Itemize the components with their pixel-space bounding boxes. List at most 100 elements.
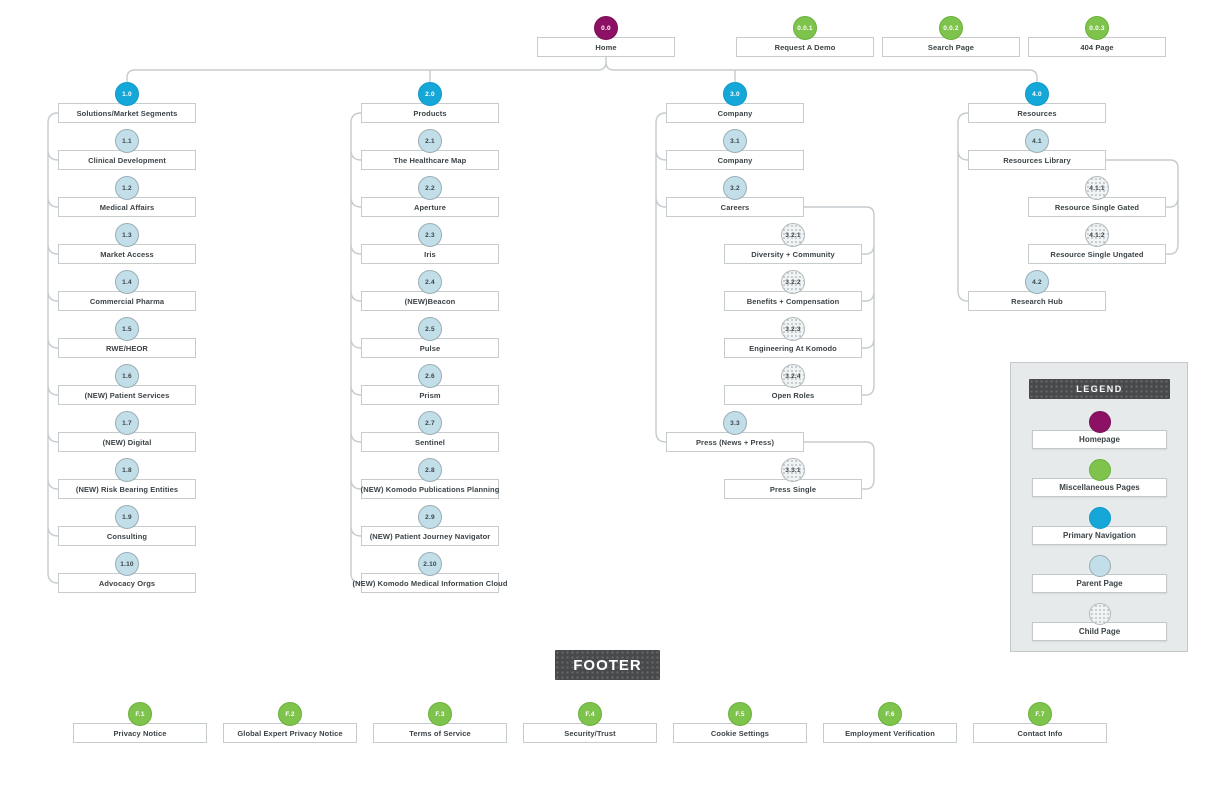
node-label-box[interactable]: Consulting — [58, 526, 196, 546]
node-label-box[interactable]: The Healthcare Map — [361, 150, 499, 170]
node-request-a-demo[interactable]: 0.0.1 Request A Demo — [736, 16, 874, 57]
node-4-1[interactable]: 4.1 Resources Library — [968, 129, 1106, 170]
node-2-8[interactable]: 2.8 (NEW) Komodo Publications Planning — [361, 458, 499, 499]
node-label-box[interactable]: Press Single — [724, 479, 862, 499]
node-label-box[interactable]: Prism — [361, 385, 499, 405]
node-label-box[interactable]: RWE/HEOR — [58, 338, 196, 358]
node-f-4[interactable]: F.4 Security/Trust — [523, 702, 657, 743]
node-f-2[interactable]: F.2 Global Expert Privacy Notice — [223, 702, 357, 743]
node-1-8[interactable]: 1.8 (NEW) Risk Bearing Entities — [58, 458, 196, 499]
node-2-4[interactable]: 2.4 (NEW)Beacon — [361, 270, 499, 311]
node-label-box[interactable]: (NEW) Patient Journey Navigator — [361, 526, 499, 546]
node-label-box[interactable]: Aperture — [361, 197, 499, 217]
node-2-3[interactable]: 2.3 Iris — [361, 223, 499, 264]
node-label-box[interactable]: Sentinel — [361, 432, 499, 452]
node-4-2[interactable]: 4.2 Research Hub — [968, 270, 1106, 311]
node-f-3[interactable]: F.3 Terms of Service — [373, 702, 507, 743]
node-label-box[interactable]: Solutions/Market Segments — [58, 103, 196, 123]
node-3-2-4[interactable]: 3.2.4 Open Roles — [724, 364, 862, 405]
node-3-1[interactable]: 3.1 Company — [666, 129, 804, 170]
node-4-1-2[interactable]: 4.1.2 Resource Single Ungated — [1028, 223, 1166, 264]
node-1-1[interactable]: 1.1 Clinical Development — [58, 129, 196, 170]
node-label-box[interactable]: Diversity + Community — [724, 244, 862, 264]
node-3-2-3[interactable]: 3.2.3 Engineering At Komodo — [724, 317, 862, 358]
node-label-box[interactable]: Market Access — [58, 244, 196, 264]
node-label-box[interactable]: Advocacy Orgs — [58, 573, 196, 593]
node-label-box[interactable]: Security/Trust — [523, 723, 657, 743]
node-label-box[interactable]: Products — [361, 103, 499, 123]
node-label-box[interactable]: Medical Affairs — [58, 197, 196, 217]
node-3-2-2[interactable]: 3.2.2 Benefits + Compensation — [724, 270, 862, 311]
legend-item-primary-navigation: Primary Navigation — [1032, 507, 1167, 545]
node-badge: 2.3 — [418, 223, 442, 247]
node-label-box[interactable]: Press (News + Press) — [666, 432, 804, 452]
node-1-10[interactable]: 1.10 Advocacy Orgs — [58, 552, 196, 593]
node-3-0[interactable]: 3.0 Company — [666, 82, 804, 123]
node-1-2[interactable]: 1.2 Medical Affairs — [58, 176, 196, 217]
node-3-3-1[interactable]: 3.3.1 Press Single — [724, 458, 862, 499]
node-label-box[interactable]: Company — [666, 150, 804, 170]
node-label-box[interactable]: (NEW)Beacon — [361, 291, 499, 311]
node-label-box[interactable]: Terms of Service — [373, 723, 507, 743]
legend-item-parent-page: Parent Page — [1032, 555, 1167, 593]
node-label-box[interactable]: Employment Verification — [823, 723, 957, 743]
node-label-box[interactable]: Search Page — [882, 37, 1020, 57]
node-label-box[interactable]: Open Roles — [724, 385, 862, 405]
node-label-box[interactable]: Benefits + Compensation — [724, 291, 862, 311]
node-label-box[interactable]: Commercial Pharma — [58, 291, 196, 311]
node-label-box[interactable]: Contact Info — [973, 723, 1107, 743]
node-f-5[interactable]: F.5 Cookie Settings — [673, 702, 807, 743]
node-1-0[interactable]: 1.0 Solutions/Market Segments — [58, 82, 196, 123]
node-1-5[interactable]: 1.5 RWE/HEOR — [58, 317, 196, 358]
node-label-box[interactable]: Engineering At Komodo — [724, 338, 862, 358]
node-label-box[interactable]: Resources — [968, 103, 1106, 123]
node-label-box[interactable]: Resources Library — [968, 150, 1106, 170]
node-1-4[interactable]: 1.4 Commercial Pharma — [58, 270, 196, 311]
node-3-2[interactable]: 3.2 Careers — [666, 176, 804, 217]
node-label-box[interactable]: Research Hub — [968, 291, 1106, 311]
node-label-box[interactable]: Iris — [361, 244, 499, 264]
node-label-box[interactable]: Resource Single Ungated — [1028, 244, 1166, 264]
node-3-2-1[interactable]: 3.2.1 Diversity + Community — [724, 223, 862, 264]
node-2-6[interactable]: 2.6 Prism — [361, 364, 499, 405]
node-404-page[interactable]: 0.0.3 404 Page — [1028, 16, 1166, 57]
node-f-6[interactable]: F.6 Employment Verification — [823, 702, 957, 743]
node-label-box[interactable]: Global Expert Privacy Notice — [223, 723, 357, 743]
node-2-2[interactable]: 2.2 Aperture — [361, 176, 499, 217]
node-2-9[interactable]: 2.9 (NEW) Patient Journey Navigator — [361, 505, 499, 546]
node-badge: 4.1.2 — [1085, 223, 1109, 247]
node-2-10[interactable]: 2.10 (NEW) Komodo Medical Information Cl… — [352, 552, 507, 593]
node-label-box[interactable]: Pulse — [361, 338, 499, 358]
node-label-box[interactable]: Privacy Notice — [73, 723, 207, 743]
node-label-box[interactable]: Resource Single Gated — [1028, 197, 1166, 217]
node-1-3[interactable]: 1.3 Market Access — [58, 223, 196, 264]
node-1-9[interactable]: 1.9 Consulting — [58, 505, 196, 546]
node-3-3[interactable]: 3.3 Press (News + Press) — [666, 411, 804, 452]
footer-section-title: FOOTER — [555, 650, 660, 680]
node-f-1[interactable]: F.1 Privacy Notice — [73, 702, 207, 743]
node-badge: F.2 — [278, 702, 302, 726]
node-2-7[interactable]: 2.7 Sentinel — [361, 411, 499, 452]
node-label-box[interactable]: Home — [537, 37, 675, 57]
node-label-box[interactable]: Company — [666, 103, 804, 123]
node-4-0[interactable]: 4.0 Resources — [968, 82, 1106, 123]
node-1-7[interactable]: 1.7 (NEW) Digital — [58, 411, 196, 452]
node-label-box[interactable]: Careers — [666, 197, 804, 217]
node-label-box[interactable]: (NEW) Risk Bearing Entities — [58, 479, 196, 499]
node-label-box[interactable]: Cookie Settings — [673, 723, 807, 743]
node-label-box[interactable]: 404 Page — [1028, 37, 1166, 57]
node-2-1[interactable]: 2.1 The Healthcare Map — [361, 129, 499, 170]
node-label-box[interactable]: (NEW) Patient Services — [58, 385, 196, 405]
node-2-5[interactable]: 2.5 Pulse — [361, 317, 499, 358]
node-4-1-1[interactable]: 4.1.1 Resource Single Gated — [1028, 176, 1166, 217]
node-2-0[interactable]: 2.0 Products — [361, 82, 499, 123]
node-f-7[interactable]: F.7 Contact Info — [973, 702, 1107, 743]
node-search-page[interactable]: 0.0.2 Search Page — [882, 16, 1020, 57]
node-label-box[interactable]: Clinical Development — [58, 150, 196, 170]
node-1-6[interactable]: 1.6 (NEW) Patient Services — [58, 364, 196, 405]
node-label-box[interactable]: Request A Demo — [736, 37, 874, 57]
node-label-box[interactable]: (NEW) Digital — [58, 432, 196, 452]
node-home[interactable]: 0.0 Home — [537, 16, 675, 57]
node-label-box[interactable]: (NEW) Komodo Publications Planning — [361, 479, 499, 499]
node-label-box[interactable]: (NEW) Komodo Medical Information Cloud — [352, 573, 507, 593]
